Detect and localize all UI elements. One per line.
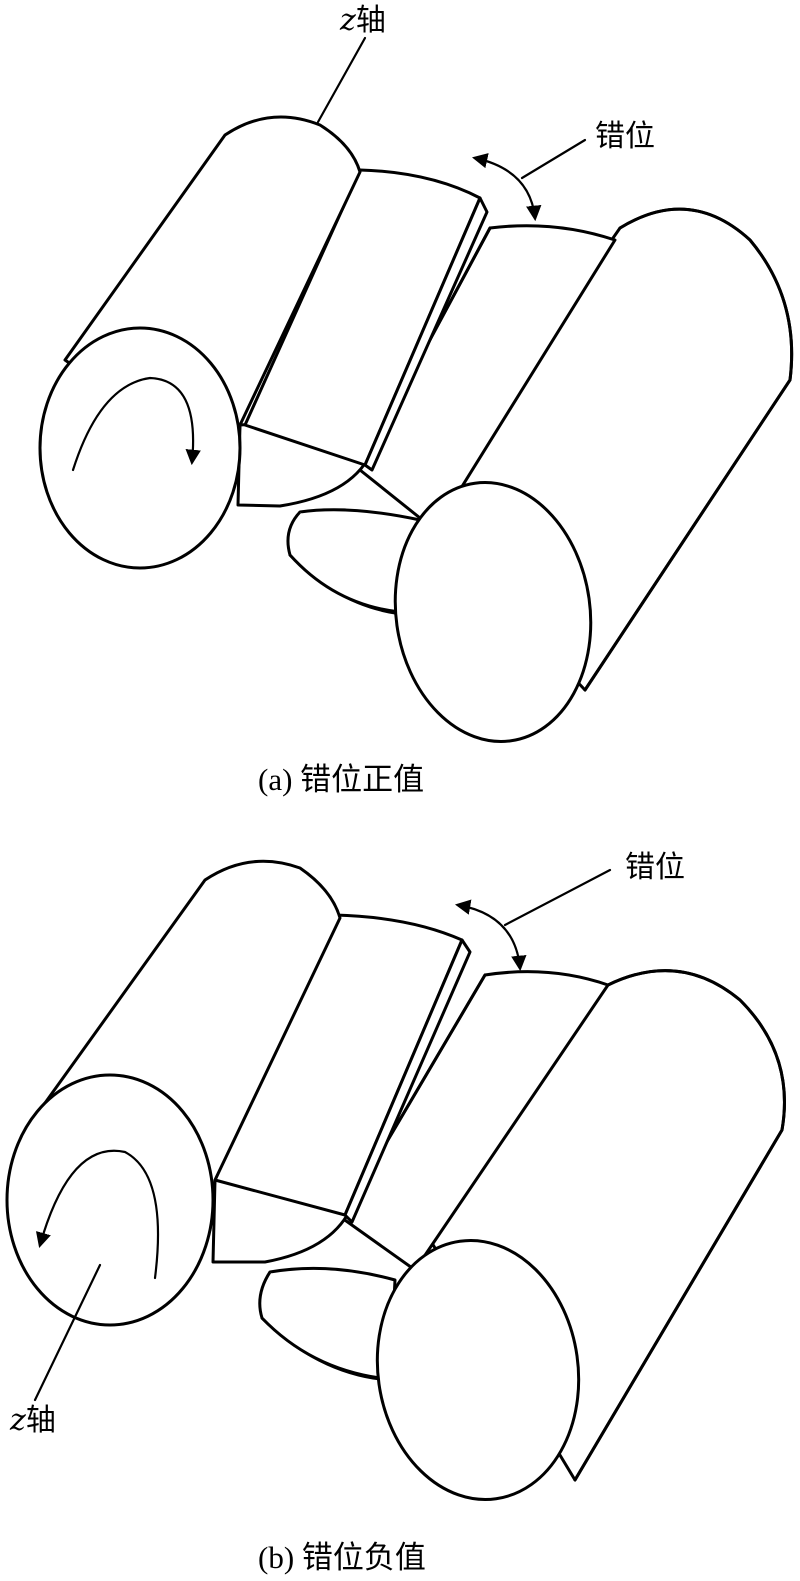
panel-a-rotation-arrow xyxy=(71,376,201,472)
panel-a-caption: (a) 错位正值 xyxy=(258,762,424,797)
panel-a-axis-var: z xyxy=(339,3,356,38)
panel-b-right-end-cap xyxy=(375,1239,581,1501)
panel-b: z轴 错位 (b) 错位负值 xyxy=(5,850,786,1575)
panel-b-left-end-cap xyxy=(5,1073,215,1327)
panel-b-right-lower-face xyxy=(258,1271,381,1380)
panel-b-axis-var: z xyxy=(9,1403,26,1438)
panel-a: z轴 错位 (a) 错位正值 xyxy=(38,3,794,797)
panel-a-axis-label: z轴 xyxy=(339,3,386,38)
panel-b-offset-label: 错位 xyxy=(625,850,685,885)
panel-b-offset-leader xyxy=(503,868,612,927)
panel-b-axis-leader xyxy=(33,1263,102,1402)
panel-a-right-lower-face xyxy=(286,510,401,614)
panel-a-offset-leader xyxy=(520,138,587,180)
panel-a-offset-arrow xyxy=(471,153,542,222)
panel-b-caption: (b) 错位负值 xyxy=(258,1540,426,1575)
panel-a-axis-leader xyxy=(316,36,367,124)
panel-b-offset-arrow xyxy=(454,899,527,972)
panel-b-axis-text: 轴 xyxy=(26,1403,56,1438)
panel-a-offset-label: 错位 xyxy=(595,119,655,154)
panel-a-right-end-cap xyxy=(393,481,593,743)
panel-a-left-end-cap xyxy=(38,326,242,570)
panel-a-left-block xyxy=(243,168,489,472)
panel-b-axis-label: z轴 xyxy=(9,1403,56,1438)
panel-a-axis-text: 轴 xyxy=(356,3,386,38)
panel-b-rotation-arrow xyxy=(35,1149,160,1280)
